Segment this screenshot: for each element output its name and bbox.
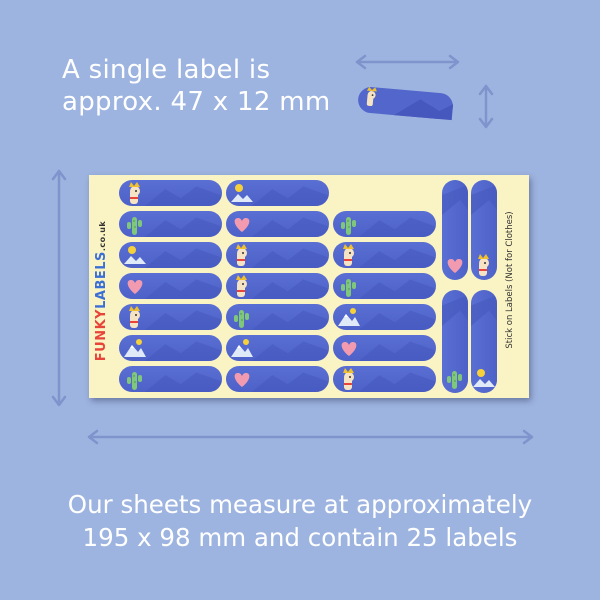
label-height-arrow bbox=[478, 84, 494, 129]
llama-icon bbox=[129, 182, 140, 204]
heart-icon bbox=[234, 218, 250, 232]
label-vertical bbox=[442, 180, 468, 280]
single-label-sample bbox=[358, 86, 454, 121]
label bbox=[119, 366, 222, 392]
label bbox=[333, 273, 436, 299]
label bbox=[119, 180, 222, 206]
cactus-icon bbox=[127, 372, 142, 390]
brand-part1: FUNKY bbox=[94, 308, 109, 362]
label-sheet: FUNKYLABELS.co.uk Stick on Labels (Not f… bbox=[89, 175, 529, 398]
cactus-icon bbox=[127, 217, 142, 235]
label bbox=[333, 335, 436, 361]
llama-icon bbox=[343, 368, 354, 390]
label bbox=[226, 211, 329, 237]
sun-icon bbox=[473, 369, 495, 387]
heart-icon bbox=[234, 373, 250, 387]
brand-part2: LABELS bbox=[94, 251, 109, 309]
sheet-caption-line2: 195 x 98 mm and contain 25 labels bbox=[82, 523, 518, 552]
label bbox=[226, 304, 329, 330]
brand-logo: FUNKYLABELS.co.uk bbox=[94, 211, 116, 371]
side-note-text: Stick on Labels (Not for Clothes) bbox=[505, 211, 515, 349]
label bbox=[119, 335, 222, 361]
single-label-caption-line1: A single label is bbox=[62, 55, 271, 85]
label bbox=[226, 180, 329, 206]
brand-domain: .co.uk bbox=[98, 220, 107, 252]
heart-icon bbox=[341, 342, 357, 356]
cactus-icon bbox=[234, 310, 249, 328]
heart-icon bbox=[447, 259, 463, 273]
label bbox=[119, 211, 222, 237]
label bbox=[333, 211, 436, 237]
mountain-icon bbox=[124, 339, 146, 357]
label bbox=[119, 273, 222, 299]
llama-icon bbox=[366, 86, 377, 107]
label-vertical bbox=[442, 290, 468, 393]
label-width-arrow bbox=[355, 54, 460, 70]
sheet-height-arrow bbox=[51, 169, 67, 407]
sheet-caption-line1: Our sheets measure at approximately bbox=[67, 490, 533, 519]
single-label-caption: A single label is approx. 47 x 12 mm bbox=[62, 54, 331, 118]
cactus-icon bbox=[447, 371, 462, 389]
cactus-icon bbox=[341, 217, 356, 235]
llama-icon bbox=[129, 306, 140, 328]
label-vertical bbox=[471, 180, 497, 280]
label bbox=[226, 366, 329, 392]
label-vertical bbox=[471, 290, 497, 393]
llama-icon bbox=[478, 254, 489, 276]
sheet-width-arrow bbox=[87, 429, 534, 445]
label bbox=[333, 242, 436, 268]
side-note: Stick on Labels (Not for Clothes) bbox=[495, 211, 517, 348]
label bbox=[333, 366, 436, 392]
label bbox=[119, 242, 222, 268]
llama-icon bbox=[236, 275, 247, 297]
mountain-icon bbox=[231, 339, 253, 357]
cactus-icon bbox=[341, 279, 356, 297]
sheet-caption: Our sheets measure at approximately 195 … bbox=[0, 488, 600, 554]
label bbox=[226, 335, 329, 361]
single-label-caption-line2: approx. 47 x 12 mm bbox=[62, 87, 331, 117]
sun-icon bbox=[124, 246, 146, 264]
label bbox=[333, 304, 436, 330]
label bbox=[226, 273, 329, 299]
label bbox=[119, 304, 222, 330]
sun-icon bbox=[231, 184, 253, 202]
heart-icon bbox=[127, 280, 143, 294]
llama-icon bbox=[343, 244, 354, 266]
mountain-icon bbox=[338, 308, 360, 326]
label bbox=[226, 242, 329, 268]
llama-icon bbox=[236, 244, 247, 266]
